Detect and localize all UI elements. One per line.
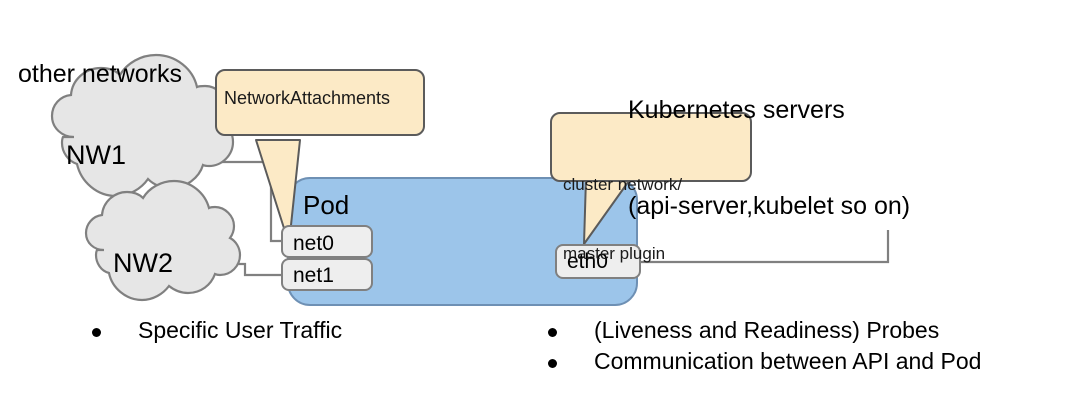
callout-label-cluster-network-line1: cluster network/ (563, 174, 683, 194)
label-kubernetes-servers-line1: Kubernetes servers (628, 96, 845, 124)
connector-eth0-to-servers (637, 230, 890, 264)
bullet-label: Specific User Traffic (138, 317, 343, 343)
interface-box-net1[interactable] (281, 258, 373, 291)
bullet-label: Communication between API and Pod (594, 348, 982, 374)
cloud-label-nw1: NW1 (66, 140, 126, 170)
label-kubernetes-servers: Kubernetes servers (api-server,kubelet s… (628, 30, 910, 286)
bullet-dot-icon (548, 359, 557, 368)
label-other-networks: other networks (18, 60, 182, 88)
interface-box-eth0[interactable] (555, 244, 641, 279)
cloud-nw2 (84, 179, 242, 302)
callout-label-cluster-network-line2: master plugin (563, 243, 666, 263)
callout-network-attachments-shape (215, 69, 425, 245)
interface-label-eth0[interactable]: eth0 (567, 250, 608, 273)
callout-label-network-attachments: NetworkAttachments (224, 88, 391, 108)
connector-nw1-to-net0 (205, 160, 288, 243)
callout-bubble-network-attachments (215, 69, 425, 136)
callout-label-cluster-network: cluster network/ master plugin (563, 128, 682, 312)
pod-label: Pod (303, 190, 350, 220)
callout-cluster-network-shape (550, 112, 752, 245)
callout-bubble-cluster-network (550, 112, 752, 182)
bullet-dot-icon (548, 328, 557, 337)
interface-box-net0[interactable] (281, 225, 373, 258)
interface-label-net0[interactable]: net0 (293, 232, 334, 255)
bullet-label: (Liveness and Readiness) Probes (594, 317, 940, 343)
cloud-shape-nw2 (84, 179, 242, 302)
bullet-dot-icon (92, 328, 101, 337)
label-kubernetes-servers-line2: (api-server,kubelet so on) (628, 192, 911, 220)
callout-tail-network-attachments (255, 139, 301, 245)
interface-label-net1[interactable]: net1 (293, 264, 334, 287)
cloud-label-nw2: NW2 (113, 248, 173, 278)
